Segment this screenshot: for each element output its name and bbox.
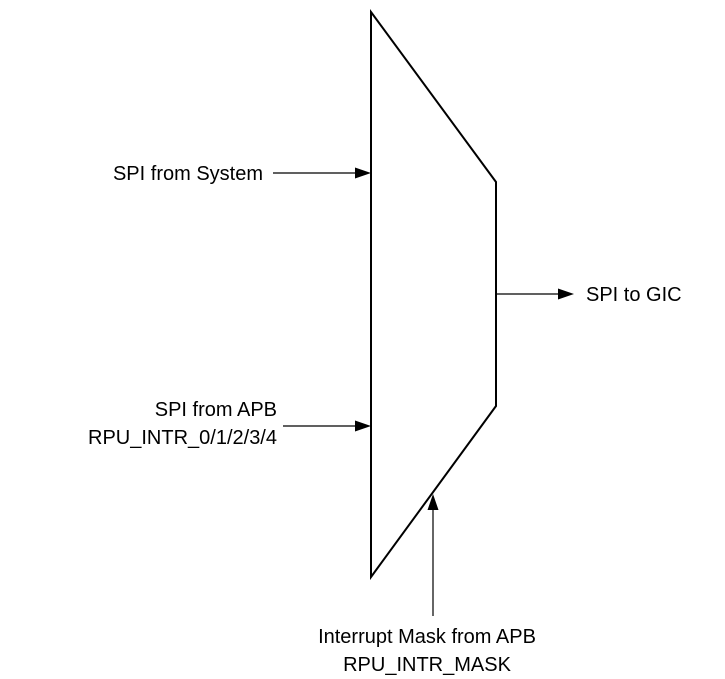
- spi-from-system-label: SPI from System: [113, 163, 263, 185]
- rpu-intr-mask-label: RPU_INTR_MASK: [343, 654, 511, 676]
- spi-to-gic-arrow: [496, 288, 574, 300]
- spi-from-apb-arrow: [283, 420, 371, 432]
- spi-to-gic-label: SPI to GIC: [586, 284, 682, 306]
- interrupt-mask-label: Interrupt Mask from APB: [318, 626, 536, 648]
- interrupt-mask-arrow: [427, 494, 439, 616]
- rpu-intr-register-label: RPU_INTR_0/1/2/3/4: [88, 427, 277, 449]
- spi-from-system-arrow: [273, 167, 371, 179]
- spi-from-apb-label: SPI from APB: [155, 399, 277, 421]
- multiplexer-block: [370, 8, 497, 581]
